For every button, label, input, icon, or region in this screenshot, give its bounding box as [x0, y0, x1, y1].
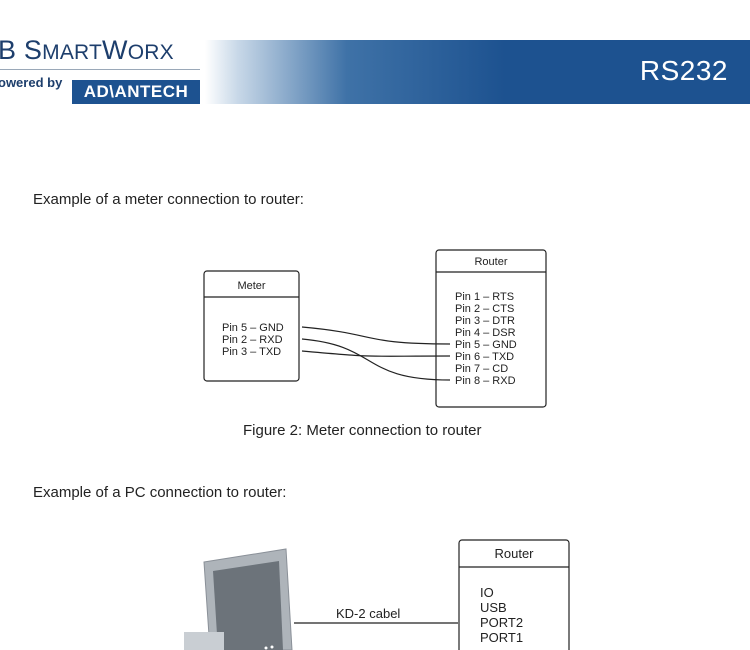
- router-pin: Pin 5 – GND: [455, 339, 517, 351]
- router-port: PORT2: [480, 615, 523, 630]
- wire-rxd: [301, 338, 451, 381]
- powered-by-text: owered by: [0, 75, 63, 90]
- pc-intro-text: Example of a PC connection to router:: [33, 484, 287, 501]
- router-port: IO: [480, 585, 494, 600]
- meter-pin: Pin 2 – RXD: [222, 334, 283, 346]
- meter-intro-text: Example of a meter connection to router:: [33, 191, 304, 208]
- meter-box: [203, 270, 300, 382]
- router-port: USB: [480, 600, 507, 615]
- page-header: B SMARTWORX owered by AD\ANTECH RS232: [0, 0, 750, 110]
- computer-icon: [184, 548, 293, 650]
- router-pin: Pin 4 – DSR: [455, 327, 516, 339]
- router-pin: Pin 3 – DTR: [455, 315, 515, 327]
- router-box: [435, 249, 547, 408]
- figure-caption: Figure 2: Meter connection to router: [243, 422, 482, 439]
- wire-gnd: [301, 326, 451, 345]
- router-box-title: Router: [474, 256, 507, 268]
- header-band: [205, 40, 750, 104]
- router-pin: Pin 2 – CTS: [455, 303, 514, 315]
- router-pin: Pin 6 – TXD: [455, 351, 514, 363]
- page-title: RS232: [639, 55, 728, 86]
- meter-box-title: Meter: [237, 280, 265, 292]
- router-port: PORT1: [480, 630, 523, 645]
- meter-pin: Pin 3 – TXD: [222, 346, 281, 358]
- brand-divider: [0, 69, 200, 70]
- partner-logo: AD\ANTECH: [72, 80, 200, 104]
- router-pin: Pin 1 – RTS: [455, 291, 514, 303]
- router-pin: Pin 7 – CD: [455, 363, 508, 375]
- cable-label: KD-2 cabel: [336, 606, 400, 621]
- meter-pin: Pin 5 – GND: [222, 322, 284, 334]
- wire-txd: [301, 350, 451, 357]
- pc-router-box-title: Router: [494, 546, 534, 561]
- router-pin: Pin 8 – RXD: [455, 375, 516, 387]
- brand-logo: B SMARTWORX: [0, 35, 174, 65]
